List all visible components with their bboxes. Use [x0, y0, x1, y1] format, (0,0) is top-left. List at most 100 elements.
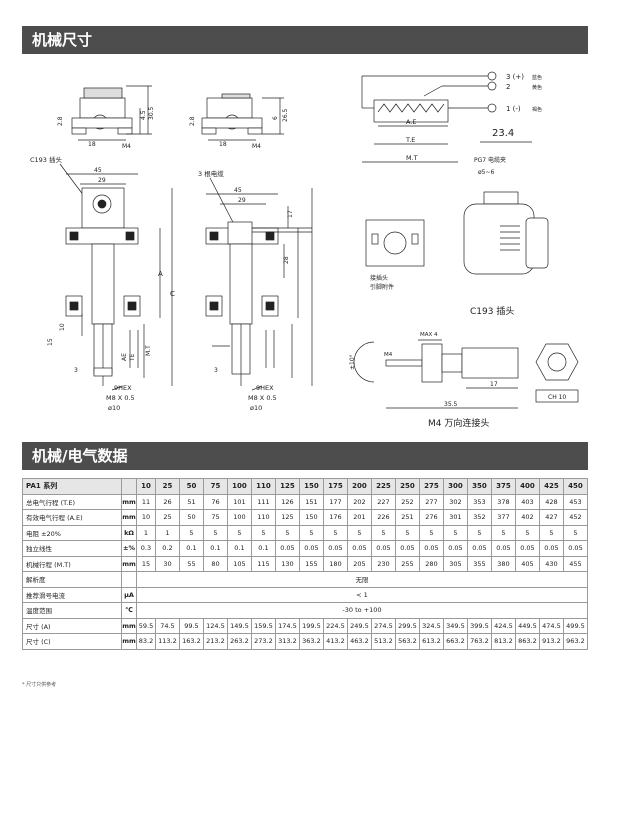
table-cell: 399.5	[466, 617, 492, 634]
size-header: 250	[394, 478, 420, 495]
size-header: 10	[136, 478, 156, 495]
table-cell: 75	[202, 509, 228, 526]
size-header: 275	[418, 478, 444, 495]
pin-2-label: 2	[506, 83, 510, 91]
table-cell: 202	[346, 493, 372, 510]
table-cell: 11	[136, 493, 156, 510]
size-header: 150	[298, 478, 324, 495]
row-label: 机械行程 (M.T)	[22, 555, 122, 572]
section-title-mechanical-dims: 机械尺寸	[22, 26, 588, 54]
table-cell: 213.2	[202, 633, 228, 650]
size-header: 125	[274, 478, 300, 495]
table-cell: 51	[178, 493, 204, 510]
size-header: 200	[346, 478, 372, 495]
dim-10: 10	[59, 323, 66, 331]
dim-45c: 45	[234, 187, 242, 194]
side-view-2	[201, 93, 284, 141]
table-cell: 299.5	[394, 617, 420, 634]
label-dia-5-6: ø5~6	[478, 169, 495, 176]
dim-2-8a: 2.8	[57, 116, 64, 126]
table-cell: 0.1	[178, 540, 204, 557]
table-cell: 474.5	[538, 617, 564, 634]
label-thread1: M8 X 0.5	[106, 394, 135, 402]
dim-a: A	[158, 270, 163, 278]
table-cell: 174.5	[274, 617, 300, 634]
dim-29a: 29	[98, 177, 106, 184]
table-cell: 5	[418, 524, 444, 541]
dim-45a: 45	[94, 167, 102, 174]
c193-connector-drawing	[365, 191, 549, 275]
table-cell: 5	[202, 524, 228, 541]
table-cell: 963.2	[562, 633, 589, 650]
table-cell: 226	[370, 509, 396, 526]
dim-c: C	[170, 290, 175, 298]
table-cell: 227	[370, 493, 396, 510]
table-cell: 1	[136, 524, 156, 541]
label-3-core-cable: 3 根电缆	[198, 169, 224, 178]
table-cell: 55	[178, 555, 204, 572]
dim-4-5: 4.5	[140, 110, 147, 120]
size-header: 100	[226, 478, 252, 495]
table-cell: 0.05	[346, 540, 372, 557]
row-label: 推荐滑号电流	[22, 586, 122, 603]
table-cell: 124.5	[202, 617, 228, 634]
row-label: 解析度	[22, 571, 122, 588]
table-cell: 10	[136, 509, 156, 526]
table-cell: 352	[466, 509, 492, 526]
series-label: PA1 系列	[22, 478, 122, 495]
table-cell: 59.5	[136, 617, 156, 634]
table-cell: 274.5	[370, 617, 396, 634]
table-cell: 403	[514, 493, 540, 510]
table-cell: 151	[298, 493, 324, 510]
table-cell: 377	[490, 509, 516, 526]
table-cell: 0.2	[154, 540, 180, 557]
row-unit: mm	[121, 617, 137, 634]
mechanical-drawing: 18 M4 2.8 4.5 30.5 18 M4 2.8 6 26.5 C193…	[22, 56, 588, 436]
table-cell: 155	[298, 555, 324, 572]
table-cell: 5	[394, 524, 420, 541]
table-cell: 302	[442, 493, 468, 510]
row-unit: μA	[121, 586, 137, 603]
table-cell: 913.2	[538, 633, 564, 650]
size-header: 175	[322, 478, 348, 495]
dim-mt2: M.T	[406, 154, 418, 162]
size-header: 300	[442, 478, 468, 495]
table-cell: 176	[322, 509, 348, 526]
row-unit: ±%	[121, 540, 137, 557]
table-cell: 255	[394, 555, 420, 572]
label-pg7: PG7 电缆夹	[474, 156, 506, 164]
table-cell: 83.2	[136, 633, 156, 650]
table-cell: 0.05	[442, 540, 468, 557]
label-ground-a: 接插头	[370, 274, 388, 282]
table-cell: 305	[442, 555, 468, 572]
table-cell: 402	[514, 509, 540, 526]
table-cell: 0.05	[562, 540, 589, 557]
table-cell: 205	[346, 555, 372, 572]
table-cell: 5	[370, 524, 396, 541]
table-cell: 224.5	[322, 617, 348, 634]
table-cell: 0.05	[394, 540, 420, 557]
table-cell: 5	[442, 524, 468, 541]
table-cell: 113.2	[154, 633, 180, 650]
pin-3-color: 蓝色	[532, 74, 542, 81]
row-label: 尺寸 (C)	[22, 633, 122, 650]
dim-18a: 18	[88, 141, 96, 148]
table-cell: 763.2	[466, 633, 492, 650]
dim-23-4: 23.4	[492, 128, 514, 139]
dim-ae2: A.E	[406, 118, 417, 126]
footnote: * 尺寸只供参考	[22, 682, 57, 688]
row-label: 独立线性	[22, 540, 122, 557]
dim-ch10: CH 10	[548, 394, 566, 401]
table-row: 解析度无限	[22, 571, 588, 588]
table-cell: 5	[346, 524, 372, 541]
row-label: 有效电气行程 (A.E)	[22, 509, 122, 526]
size-header: 50	[178, 478, 204, 495]
row-label: 尺寸 (A)	[22, 617, 122, 634]
table-cell: 30	[154, 555, 180, 572]
table-cell: 499.5	[562, 617, 589, 634]
merged-cell: < 1	[136, 586, 588, 603]
table-cell: 463.2	[346, 633, 372, 650]
